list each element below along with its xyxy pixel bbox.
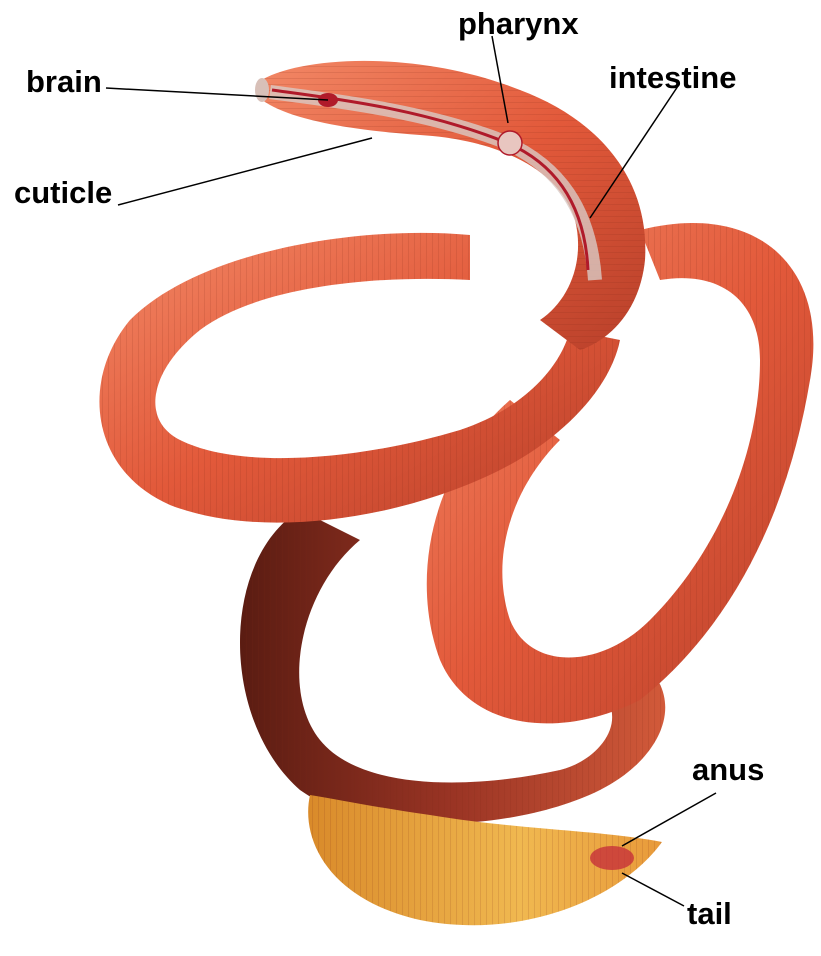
- label-pharynx: pharynx: [458, 8, 579, 39]
- label-cuticle: cuticle: [14, 177, 112, 208]
- label-intestine: intestine: [609, 62, 736, 93]
- worm-head-segment: [255, 61, 645, 350]
- tail-leader-line: [622, 873, 684, 906]
- label-brain: brain: [26, 66, 102, 97]
- label-anus: anus: [692, 754, 764, 785]
- pharynx-bulb: [498, 131, 522, 155]
- anus-marking: [590, 846, 634, 870]
- worm-left-loop: [99, 233, 620, 523]
- cuticle-leader-line: [118, 138, 372, 205]
- label-tail: tail: [687, 898, 732, 929]
- anus-leader-line: [622, 793, 716, 846]
- mouth: [255, 78, 269, 102]
